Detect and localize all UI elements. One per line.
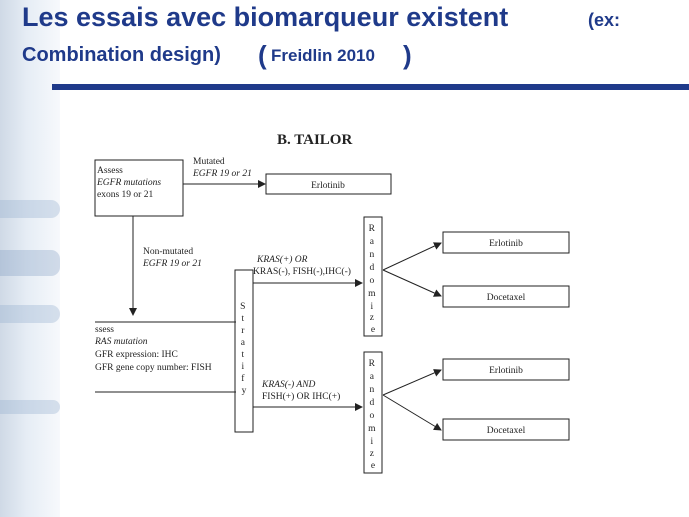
assess2-line: RAS mutation <box>94 337 148 347</box>
sidebar-wave <box>0 305 60 323</box>
arrow-to-upper-arm2 <box>382 269 442 297</box>
arrow-to-lower-arm1 <box>382 369 442 396</box>
randomize-lower-box <box>363 351 383 474</box>
slide-title-line1: Les essais avec biomarqueur existent <box>22 2 509 32</box>
arrow-to-lower-arm2 <box>382 394 442 431</box>
stratify-box <box>234 269 254 433</box>
erlotinib-top-label: Erlotinib <box>311 181 345 191</box>
non-mutated-line: Non-mutated <box>143 247 193 257</box>
sidebar-wave <box>0 200 60 218</box>
sidebar-wave <box>0 250 60 276</box>
title-underline-rule <box>52 84 689 90</box>
mutated-line: Mutated <box>193 157 225 167</box>
slide-title-line1-suffix: (ex: <box>588 10 621 30</box>
assess-egfr-line: Assess <box>97 166 123 176</box>
lower-arm-docetaxel-label: Docetaxel <box>487 426 526 436</box>
condition-lower: KRAS(-) AND FISH(+) OR IHC(+) <box>261 379 340 402</box>
mutated-label: Mutated EGFR 19 or 21 <box>192 157 252 179</box>
assess-egfr-text: Assess EGFR mutations exons 19 or 21 <box>96 166 164 200</box>
lower-arm-docetaxel-box <box>442 418 570 441</box>
randomize-upper-box <box>363 216 383 337</box>
assess-egfr-line: exons 19 or 21 <box>97 190 153 200</box>
lower-arm-erlotinib-box <box>442 358 570 381</box>
mutated-line: EGFR 19 or 21 <box>192 169 252 179</box>
upper-arm-erlotinib-box <box>442 231 570 254</box>
erlotinib-top-box <box>265 173 392 195</box>
assess-egfr-box <box>94 159 184 217</box>
assess2-line: GFR gene copy number: FISH <box>95 363 212 373</box>
condition-upper-line: KRAS(-), FISH(-),IHC(-) <box>253 266 351 277</box>
citation-paren-open: ( <box>258 40 267 70</box>
assess2-line: GFR expression: IHC <box>95 350 178 360</box>
panel-title: B. TAILOR <box>277 132 352 148</box>
randomize-upper-label: R a n d o m i z e <box>368 224 378 335</box>
sidebar-wave <box>0 400 60 414</box>
assess2-line: ssess <box>95 325 114 335</box>
citation-text: Freidlin 2010 <box>271 46 375 65</box>
assess-egfr-line: EGFR mutations <box>96 178 161 188</box>
upper-arm-docetaxel-label: Docetaxel <box>487 293 526 303</box>
upper-arm-erlotinib-label: Erlotinib <box>489 239 523 249</box>
assess2-text: ssess RAS mutation GFR expression: IHC G… <box>94 325 212 373</box>
lower-arm-erlotinib-label: Erlotinib <box>489 366 523 376</box>
upper-arm-docetaxel-box <box>442 285 570 308</box>
arrow-to-upper-arm1 <box>382 242 442 271</box>
condition-upper-line: KRAS(+) OR <box>256 254 308 265</box>
condition-lower-line: FISH(+) OR IHC(+) <box>262 391 340 402</box>
stratify-label: S t r a t i f y <box>240 302 248 396</box>
decorative-sidebar <box>0 0 60 517</box>
condition-lower-line: KRAS(-) AND <box>261 379 316 390</box>
non-mutated-label: Non-mutated EGFR 19 or 21 <box>142 247 202 269</box>
non-mutated-line: EGFR 19 or 21 <box>142 259 202 269</box>
slide-title-line2: Combination design) <box>22 44 221 66</box>
citation-paren-close: ) <box>403 40 412 70</box>
condition-upper: KRAS(+) OR KRAS(-), FISH(-),IHC(-) <box>253 254 351 277</box>
randomize-lower-label: R a n d o m i z e <box>368 359 378 471</box>
